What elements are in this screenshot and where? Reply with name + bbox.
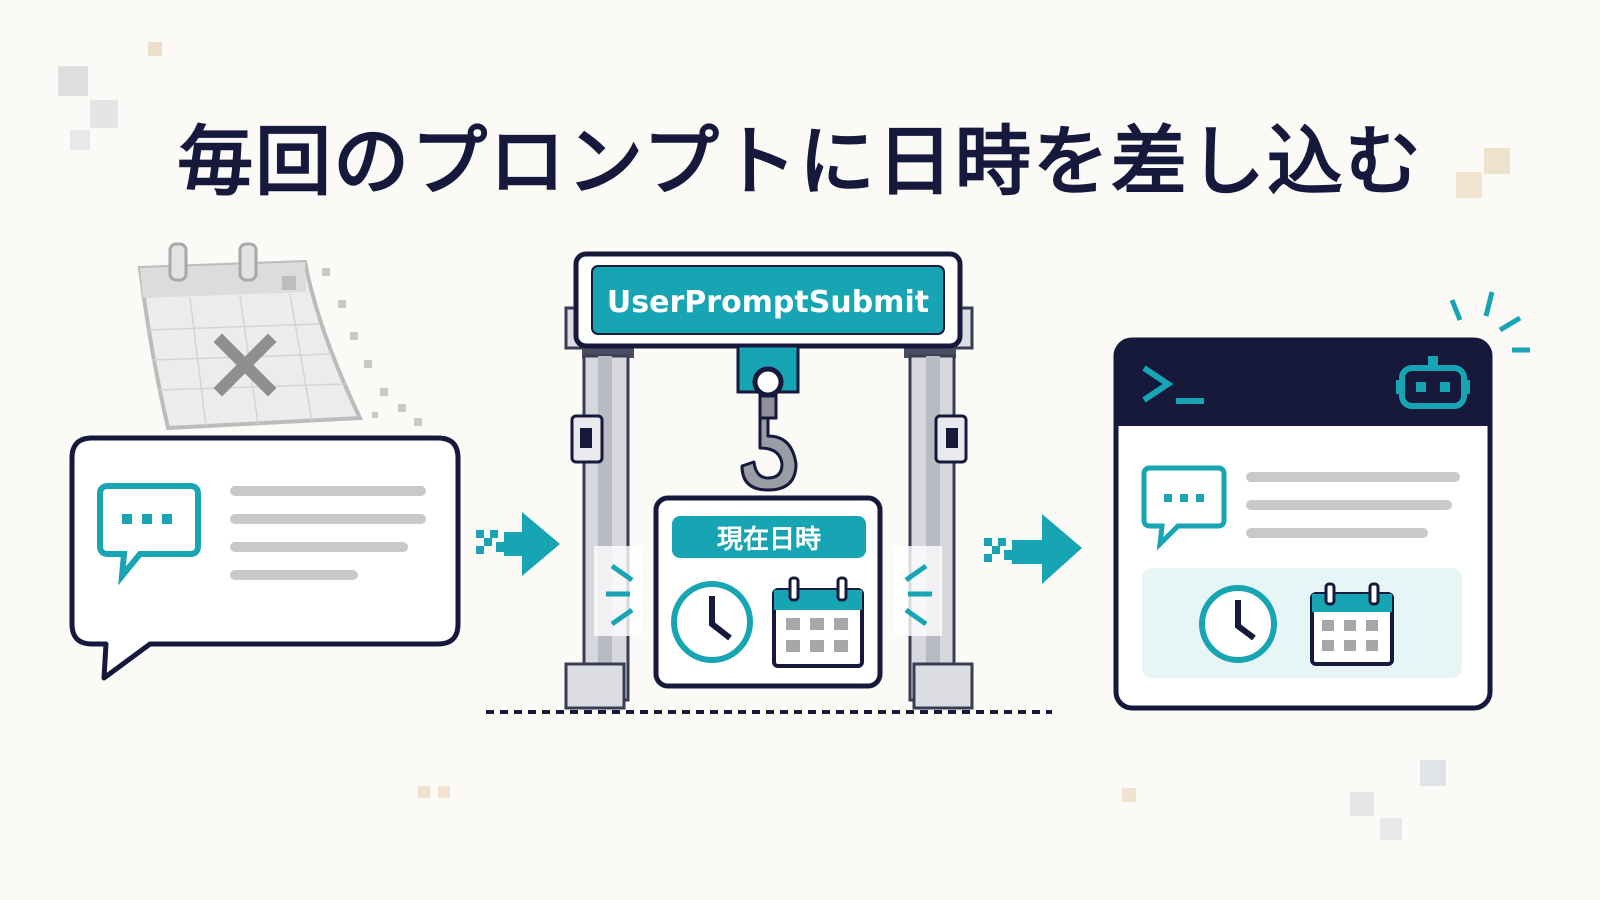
hook-gantry (486, 251, 1052, 714)
robot-icon (1396, 356, 1470, 409)
text-lines (1246, 472, 1460, 538)
arrow-right-icon (476, 512, 560, 576)
calendar-icon (1310, 582, 1394, 666)
payload-label: 現在日時 (717, 525, 821, 555)
user-prompt-card (69, 435, 461, 681)
hook-label: UserPromptSubmit (607, 285, 929, 320)
terminal-prompt-icon (1142, 365, 1204, 404)
calendar-x-icon (137, 242, 422, 431)
arrow-right-icon (984, 514, 1082, 584)
sparkle-lines (1449, 291, 1530, 353)
calendar-icon (772, 576, 864, 668)
clock-icon (671, 581, 753, 663)
ai-terminal-window (1113, 291, 1530, 711)
clock-icon (1199, 585, 1277, 663)
sparkle-lines (594, 546, 942, 636)
crane-hook-icon (736, 344, 800, 492)
chat-bubble-icon (97, 483, 201, 586)
chat-bubble-icon (1141, 465, 1227, 551)
text-lines (230, 486, 426, 580)
decorative-pixels (58, 42, 1510, 840)
page-title: 毎回のプロンプトに日時を差し込む (177, 117, 1423, 206)
